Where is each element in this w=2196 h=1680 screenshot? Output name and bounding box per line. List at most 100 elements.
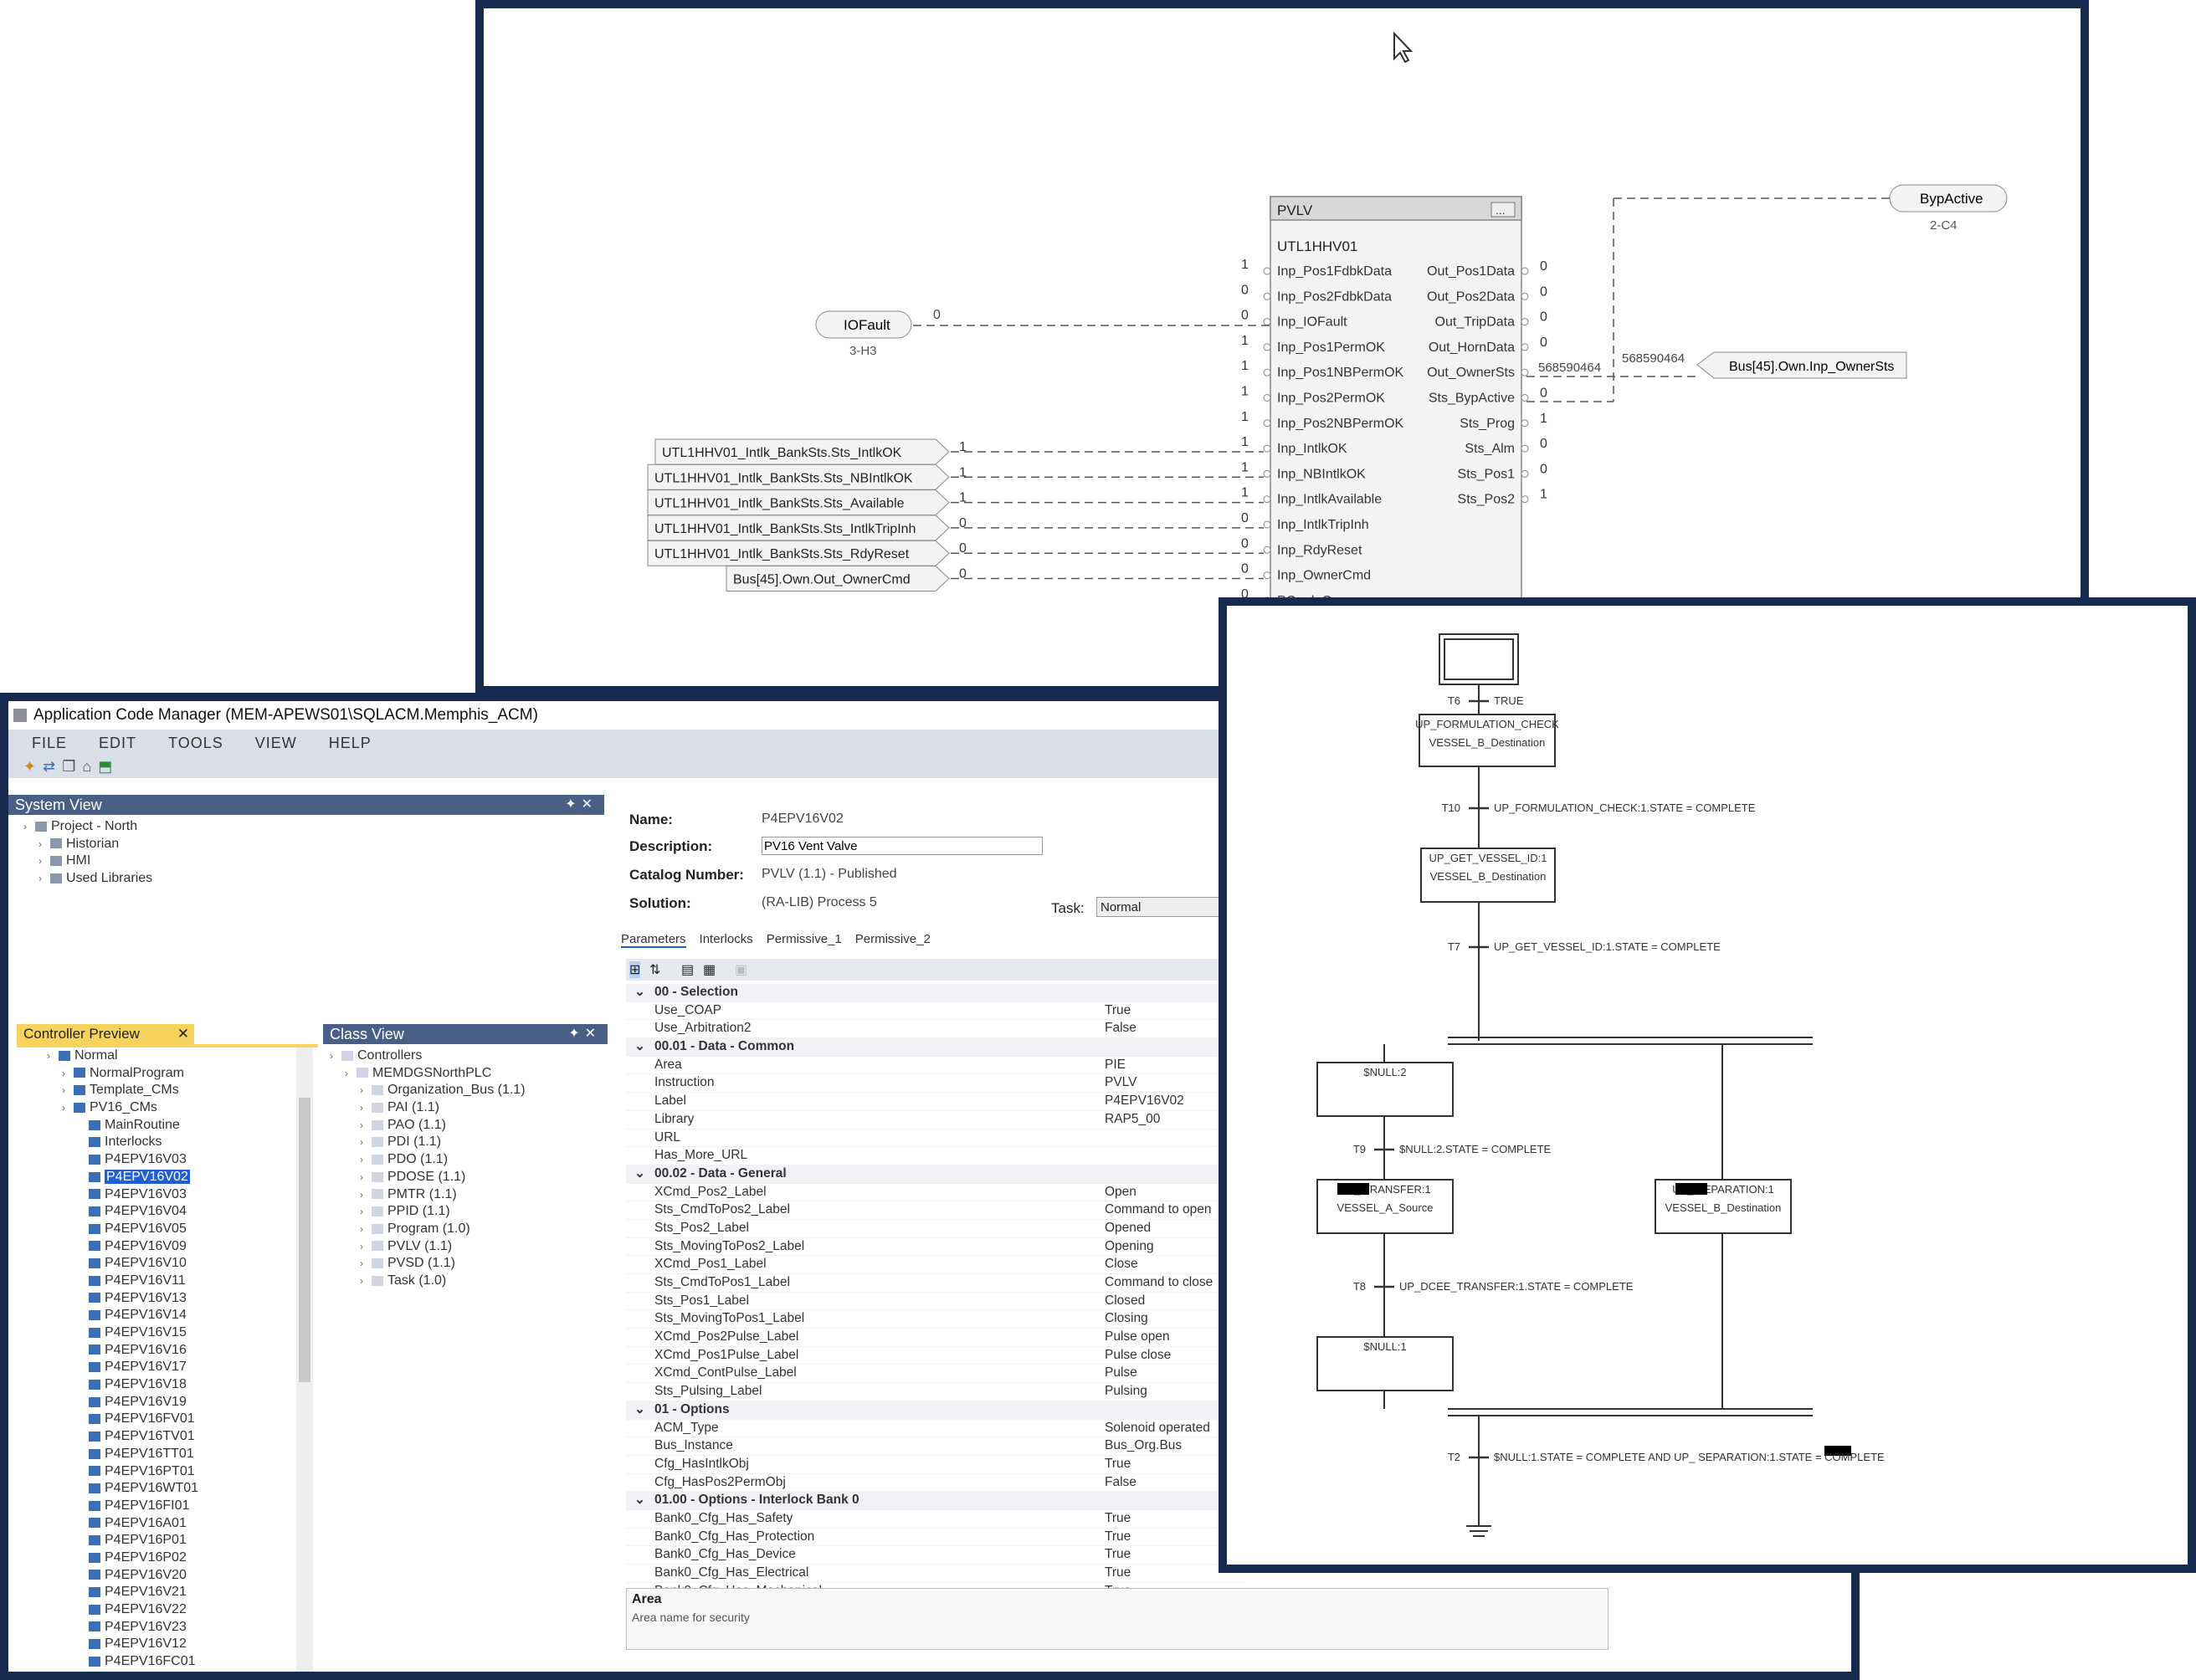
param-value[interactable]: Pulse <box>1105 1365 1137 1380</box>
param-value[interactable]: True <box>1105 1456 1131 1471</box>
tree-item[interactable]: ›PAI (1.1) <box>330 1099 606 1117</box>
tree-item[interactable]: P4EPV16V13 <box>17 1290 293 1308</box>
input-pin[interactable] <box>1263 318 1271 326</box>
output-pin[interactable] <box>1521 419 1529 428</box>
tree-item[interactable]: ›Template_CMs <box>17 1082 293 1099</box>
input-pin[interactable] <box>1263 495 1271 504</box>
tree-item[interactable]: P4EPV16FV01 <box>17 1411 293 1428</box>
new-icon[interactable]: ✦ <box>23 758 37 775</box>
tree-item[interactable]: P4EPV16V23 <box>17 1619 293 1636</box>
collapse-icon[interactable]: ⌄ <box>634 1493 645 1508</box>
param-value[interactable]: Pulse open <box>1105 1329 1170 1345</box>
description-field[interactable] <box>762 837 1043 855</box>
tree-item[interactable]: ›PDO (1.1) <box>330 1151 606 1169</box>
param-value[interactable]: Command to close <box>1105 1275 1213 1289</box>
sfc-step[interactable] <box>1439 633 1519 685</box>
tree-item[interactable]: P4EPV16P01 <box>17 1532 293 1549</box>
param-row[interactable]: Has_More_URL <box>626 1147 1245 1165</box>
chevron-icon[interactable]: › <box>23 821 27 832</box>
output-pin[interactable] <box>1521 394 1529 402</box>
tree-item[interactable]: P4EPV16V20 <box>17 1567 293 1585</box>
controller-preview-scrollbar[interactable] <box>296 1047 313 1672</box>
tree-item[interactable]: ›PVLV (1.1) <box>330 1238 606 1256</box>
sfc-transition-condition[interactable]: UP_DCEE_TRANSFER:1.STATE = COMPLETE <box>1399 1280 1634 1293</box>
task-select[interactable]: Normal <box>1096 897 1230 917</box>
chevron-icon[interactable]: › <box>38 837 42 850</box>
tab-permissive-1[interactable]: Permissive_1 <box>766 932 842 946</box>
tree-item[interactable]: ›PMTR (1.1) <box>330 1186 606 1204</box>
left-tag-box[interactable] <box>647 515 950 541</box>
tree-item[interactable]: P4EPV16V10 <box>17 1255 293 1273</box>
collapse-icon[interactable]: ⌄ <box>634 1039 645 1054</box>
sfc-step[interactable] <box>1419 714 1556 767</box>
param-value[interactable]: Opening <box>1105 1238 1154 1253</box>
sfc-transition-condition[interactable]: UP_GET_VESSEL_ID:1.STATE = COMPLETE <box>1494 940 1721 953</box>
tree-item[interactable]: ›Historian <box>23 836 601 853</box>
output-pin[interactable] <box>1521 495 1529 504</box>
tree-item[interactable]: ›Project - North <box>23 818 601 836</box>
collapse-icon[interactable]: ⌄ <box>634 985 645 999</box>
left-tag-box[interactable] <box>647 464 950 490</box>
tree-item[interactable]: P4EPV16P02 <box>17 1549 293 1567</box>
tree-item[interactable]: ›Program (1.0) <box>330 1221 606 1238</box>
collapse-icon[interactable]: ⌄ <box>634 1165 645 1181</box>
tree-item[interactable]: ›PV16_CMs <box>17 1099 293 1117</box>
left-tag-box[interactable] <box>726 566 950 592</box>
param-value[interactable]: PVLV <box>1105 1075 1137 1090</box>
input-pin[interactable] <box>1263 292 1271 300</box>
property-pages-icon[interactable]: ▤ <box>681 963 695 977</box>
param-value[interactable]: Close <box>1105 1257 1138 1272</box>
tree-item[interactable]: P4EPV16WT01 <box>17 1480 293 1498</box>
sfc-step[interactable] <box>1420 848 1556 903</box>
collapse-icon[interactable]: ⌄ <box>634 1401 645 1416</box>
menu-item-tools[interactable]: TOOLS <box>168 735 223 751</box>
tree-item[interactable]: P4EPV16V11 <box>17 1273 293 1290</box>
param-value[interactable]: True <box>1105 1529 1131 1544</box>
iofault-tag[interactable] <box>815 310 912 339</box>
output-pin[interactable] <box>1521 368 1529 376</box>
tree-item[interactable]: MainRoutine <box>17 1117 293 1135</box>
chevron-icon[interactable]: › <box>360 1084 363 1097</box>
left-tag-box[interactable] <box>654 438 950 465</box>
tree-item[interactable]: ›Organization_Bus (1.1) <box>330 1082 606 1099</box>
tree-item[interactable]: ›Used Libraries <box>23 870 601 888</box>
chevron-icon[interactable]: › <box>360 1119 363 1131</box>
tree-item[interactable]: ›NormalProgram <box>17 1065 293 1083</box>
tree-item[interactable]: P4EPV16TV01 <box>17 1428 293 1446</box>
tree-item[interactable]: P4EPV16V02 <box>17 1169 293 1186</box>
tree-item[interactable]: P4EPV16V18 <box>17 1376 293 1394</box>
input-pin[interactable] <box>1263 368 1271 376</box>
input-pin[interactable] <box>1263 267 1271 275</box>
tree-item[interactable]: ›PDI (1.1) <box>330 1134 606 1151</box>
input-pin[interactable] <box>1263 469 1271 478</box>
tree-item[interactable]: P4EPV16V14 <box>17 1307 293 1324</box>
tree-item[interactable]: ›PVSD (1.1) <box>330 1255 606 1273</box>
tree-item[interactable]: P4EPV16V05 <box>17 1221 293 1238</box>
param-value[interactable]: False <box>1105 1021 1136 1036</box>
chevron-icon[interactable]: › <box>360 1136 363 1149</box>
tree-item[interactable]: ›HMI <box>23 853 601 870</box>
events-icon[interactable]: ▦ <box>703 963 716 977</box>
input-pin[interactable] <box>1263 571 1271 580</box>
param-value[interactable]: Closed <box>1105 1293 1146 1308</box>
param-category[interactable]: ⌄00 - Selection <box>626 984 1245 1002</box>
chevron-icon[interactable]: › <box>360 1102 363 1114</box>
param-value[interactable]: Pulsing <box>1105 1384 1147 1399</box>
param-value[interactable]: True <box>1105 1002 1131 1017</box>
tab-parameters[interactable]: Parameters <box>621 932 686 948</box>
tree-item[interactable]: P4EPV16V04 <box>17 1203 293 1221</box>
input-pin[interactable] <box>1263 444 1271 453</box>
chevron-icon[interactable]: › <box>360 1274 363 1287</box>
param-value[interactable]: Pulse close <box>1105 1347 1172 1362</box>
